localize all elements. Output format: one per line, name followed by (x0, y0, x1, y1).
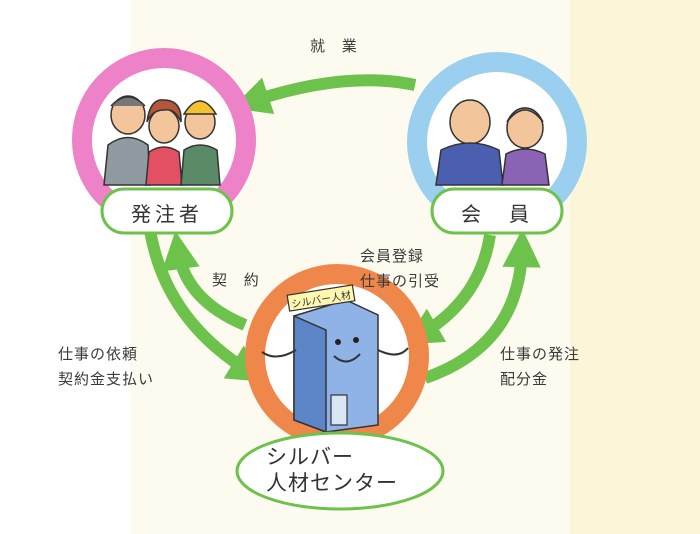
client-label: 発注者 (131, 202, 203, 226)
member-node (407, 52, 587, 235)
edge-label-order-line1: 仕事の発注 (500, 345, 581, 363)
center-label-box (235, 431, 445, 511)
member-label: 会 員 (461, 202, 533, 226)
arrow-center-to-client (161, 230, 248, 331)
arrow-center-to-member (423, 228, 541, 384)
member-label-box (430, 187, 564, 235)
edge-label-register-line2: 仕事の引受 (360, 272, 441, 290)
edge-label-request-line1: 仕事の依頼 (58, 345, 139, 363)
arrow-member-to-center (403, 234, 496, 345)
center-label-line2: 人材センター (266, 471, 398, 495)
center-sign-box (286, 284, 356, 312)
background-strip (570, 0, 700, 534)
edge-label-request-line2: 契約金支払い (58, 370, 155, 388)
edge-label-contract: 契 約 (212, 271, 265, 289)
arrow-member-to-client (231, 74, 417, 115)
center-label-line1: シルバー (266, 445, 354, 469)
edge-label-order-line2: 配分金 (500, 370, 549, 388)
client-node (72, 48, 256, 235)
building-mascot-illustration (261, 299, 409, 434)
center-node: シルバー人材 (235, 264, 445, 511)
edge-label-register-line1: 会員登録 (360, 247, 425, 265)
member-people-illustration (435, 99, 550, 186)
client-people-illustration (103, 95, 221, 186)
edge-label-work: 就 業 (310, 37, 363, 55)
client-label-box (100, 187, 234, 235)
arrow-client-to-center (144, 229, 267, 383)
